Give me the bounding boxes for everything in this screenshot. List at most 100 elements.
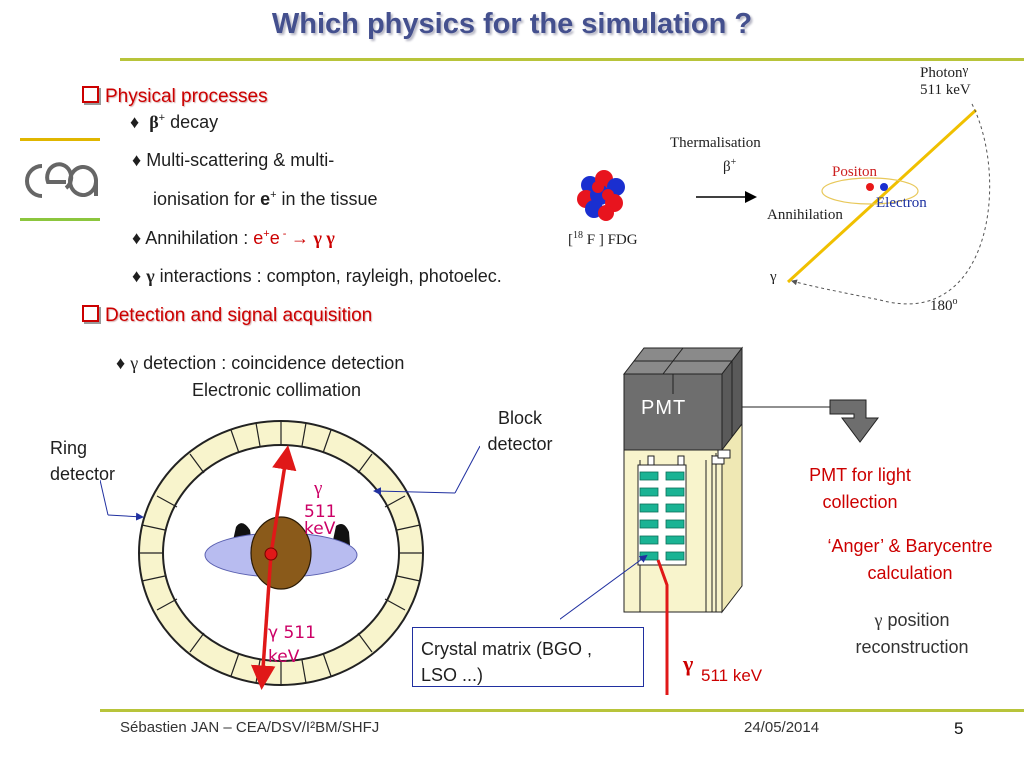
bullet-multi-scattering: ♦ Multi-scattering & multi- — [132, 150, 334, 171]
pmt-label: PMT — [641, 397, 687, 419]
position-note-line2: reconstruction — [855, 637, 969, 657]
e2-sup: - — [279, 228, 287, 240]
cea-logo-mark — [25, 162, 98, 198]
block-detector-label: Block detector — [470, 405, 570, 457]
diamond-icon: ♦ — [132, 228, 146, 248]
energy-top-label: 511 keV — [304, 504, 336, 538]
ring-pointer-stem — [100, 479, 109, 516]
ring-label: Ring — [50, 438, 88, 458]
title-underline — [120, 58, 1024, 61]
detector-label: detector — [487, 434, 553, 454]
beta-label: β+ — [723, 157, 736, 176]
crystal-label-line1: Crystal matrix (BGO , — [421, 639, 593, 659]
diamond-icon: ♦ — [132, 150, 147, 170]
e1-sup: + — [263, 228, 270, 240]
photon-label: Photonγ — [920, 62, 968, 82]
beta-text: decay — [165, 112, 219, 132]
beta-symbol: β — [149, 112, 159, 132]
electronic-collimation: Electronic collimation — [192, 380, 362, 400]
fdg-label: [18 F ] FDG — [568, 230, 638, 249]
bullet-beta-decay: ♦ β+ decay — [130, 112, 218, 133]
angle-arc — [791, 103, 991, 305]
gamma-ray-down — [250, 553, 276, 690]
beta-char-sup: + — [730, 157, 737, 168]
e2: e — [269, 228, 280, 248]
positon-label: Positon — [832, 164, 878, 180]
gamma-interactions-text: interactions : compton, rayleigh, photoe… — [154, 266, 502, 286]
fdg-bracket: [ — [568, 232, 573, 248]
gamma-ray-up — [269, 445, 297, 555]
block-detector-diagram — [560, 346, 879, 695]
ring-pointer — [107, 512, 144, 521]
photon-track — [786, 108, 978, 284]
ring-detector-diagram — [100, 420, 480, 690]
anger-note-line2: calculation — [867, 563, 953, 583]
section-heading: Physical processes — [105, 86, 268, 107]
photon-gamma: γ — [962, 62, 969, 77]
position-gamma: γ — [874, 610, 883, 630]
crystal-matrix-frame — [637, 464, 687, 566]
crystal-label-line2: LSO ...) — [421, 665, 484, 685]
gamma-symbol: γ — [146, 266, 155, 286]
annihilation-diagram — [696, 103, 991, 305]
anger-note: ‘Anger’ & Barycentre calculation — [800, 533, 1020, 587]
annihilation-text: Annihilation : — [145, 228, 254, 248]
gamma-detection-text: detection : coincidence detection — [138, 353, 405, 373]
crystal-block-side — [721, 422, 743, 614]
position-note-line1: position — [882, 610, 950, 630]
output-arrow-icon — [829, 399, 879, 443]
footer-line — [100, 709, 1024, 712]
gamma-track-block — [656, 559, 669, 695]
electron-dot — [880, 183, 888, 191]
anger-note-line1: ‘Anger’ & Barycentre — [827, 536, 993, 556]
block-label: Block — [497, 408, 542, 428]
section-physical-processes: Physical processes — [82, 86, 268, 108]
pmt-note-line1: PMT for light — [809, 465, 911, 485]
diamond-icon: ♦ — [116, 353, 131, 373]
ring-detector-label: Ring detector — [50, 435, 115, 487]
page-number: 5 — [954, 719, 964, 738]
positon-orbit — [821, 177, 919, 205]
angle-label: 180o — [930, 296, 958, 315]
fdg-sup: 18 — [573, 230, 583, 241]
photon-energy: 511 keV — [920, 82, 971, 98]
angle-sup: o — [952, 296, 958, 307]
block-pointer-arrow — [373, 487, 456, 496]
ionisation-text: ionisation for — [153, 189, 261, 209]
bullet-gamma-detection: ♦ γ detection : coincidence detection — [116, 353, 404, 374]
bullet-ionisation-line: ionisation for e+ in the tissue — [153, 189, 378, 210]
energy-top-value: 511 — [304, 502, 337, 522]
checkbox-bullet-icon — [82, 305, 99, 322]
pmt-note-line2: collection — [822, 492, 898, 512]
ring-segments — [139, 421, 423, 685]
e1: e — [253, 228, 264, 248]
diamond-icon: ♦ — [130, 112, 150, 132]
position-note: γ position reconstruction — [832, 607, 992, 661]
beta-sup: + — [158, 112, 166, 124]
block-energy: 511 keV — [701, 666, 763, 685]
angle-text: 180 — [930, 298, 953, 314]
logo-bottom-line — [20, 218, 100, 221]
thermalisation-label: Thermalisation — [670, 135, 761, 151]
energy-top-unit: keV — [304, 519, 336, 539]
fdg-molecule-icon — [577, 170, 625, 221]
diamond-icon: ♦ — [132, 266, 147, 286]
multi-scattering-text: Multi-scattering & multi- — [146, 150, 335, 170]
annihilation-point — [264, 547, 278, 561]
energy-bottom-value: γ 511 — [268, 623, 316, 643]
positon-dot — [866, 183, 874, 191]
crystal-elements — [639, 471, 685, 561]
annihilation-result: → γ γ — [286, 228, 335, 248]
ionisation-post: in the tissue — [276, 189, 378, 209]
photon-text: Photon — [920, 65, 963, 81]
slide-title: Which physics for the simulation ? — [271, 8, 753, 40]
section-heading: Detection and signal acquisition — [105, 305, 373, 326]
crystal-notch — [717, 449, 731, 459]
logo-top-line — [20, 138, 100, 141]
energy-bottom-unit: keV — [268, 647, 300, 667]
block-gamma: γ — [683, 651, 694, 676]
patient-body — [250, 516, 312, 590]
detector-label: detector — [50, 464, 116, 484]
block-pointer — [454, 445, 480, 494]
gamma-label: γ — [770, 269, 777, 285]
